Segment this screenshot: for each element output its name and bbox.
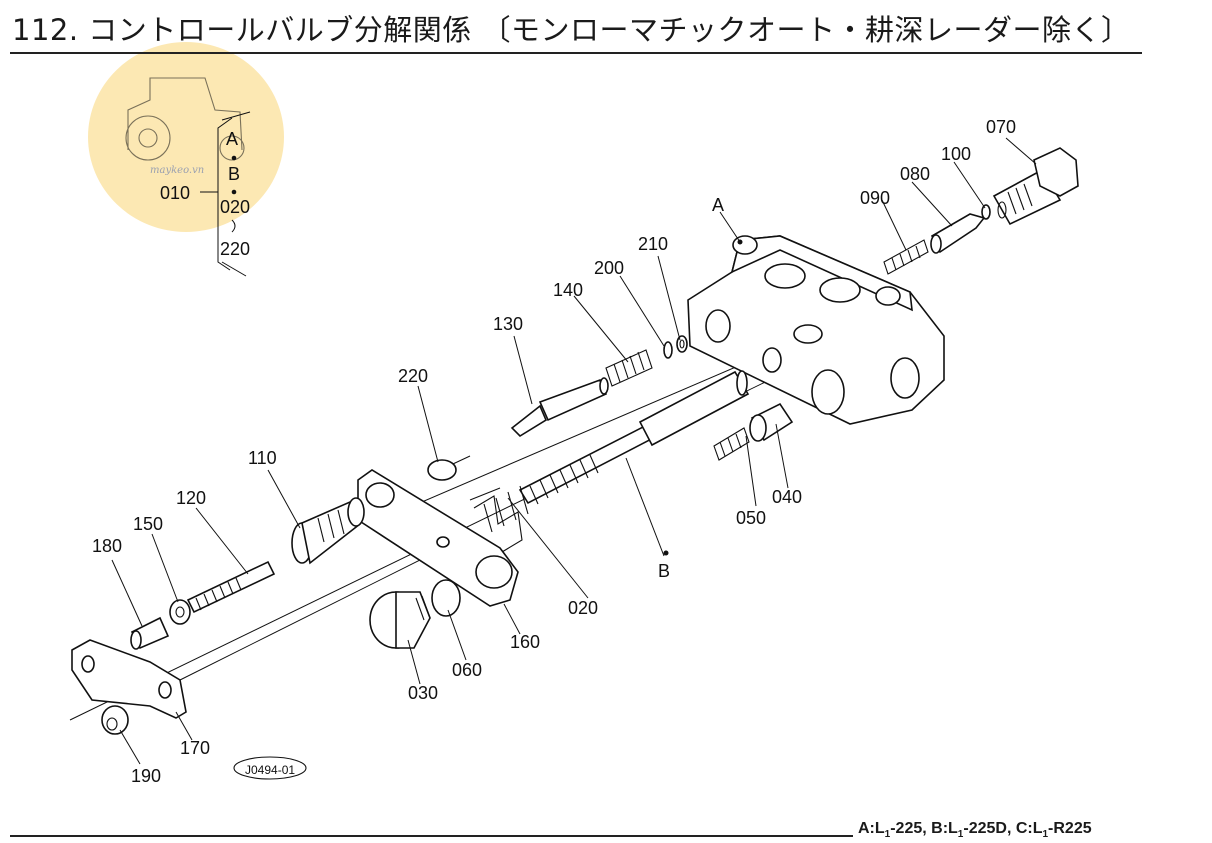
- spring-090: [883, 239, 929, 275]
- label-060: 060: [452, 660, 482, 680]
- bracket-170: [71, 639, 187, 719]
- footnote-c-sub: 1: [1042, 829, 1049, 841]
- o-ring-060: [431, 579, 461, 617]
- poppet-080: [930, 213, 986, 254]
- legend-ref-b: B: [228, 164, 240, 184]
- label-point-a: A: [712, 195, 724, 215]
- label-160: 160: [510, 632, 540, 652]
- spring-020: [473, 485, 529, 553]
- label-040: 040: [772, 487, 802, 507]
- footnote-a-sub: 1: [884, 829, 891, 841]
- nut-150: [169, 599, 191, 625]
- footnote-b-sub: 1: [957, 829, 964, 841]
- label-100: 100: [941, 144, 971, 164]
- watermark-circle: [88, 42, 284, 232]
- label-120: 120: [176, 488, 206, 508]
- figure-code-badge: J0494-01: [233, 756, 307, 780]
- spring-050: [713, 427, 750, 461]
- label-180: 180: [92, 536, 122, 556]
- plate-160: [357, 469, 519, 607]
- label-110: 110: [248, 448, 277, 468]
- ring-210: [676, 335, 688, 353]
- legend-label-010: 010: [160, 183, 190, 203]
- adjust-rod-120: [186, 560, 276, 614]
- label-140: 140: [553, 280, 583, 300]
- tractor-watermark-icon: [125, 77, 245, 161]
- variant-legend: A B 010 020 220: [160, 111, 251, 277]
- plunger-040: [749, 402, 794, 442]
- valve-body: [687, 235, 945, 425]
- page-title: 112. コントロールバルブ分解関係 〔モンローマチックオート・耕深レーダー除く…: [12, 13, 1131, 47]
- needle-130: [510, 377, 609, 438]
- label-170: 170: [180, 738, 210, 758]
- footnote-c-prefix: C:L: [1015, 820, 1043, 837]
- label-080: 080: [900, 164, 930, 184]
- nut-190: [101, 705, 129, 735]
- label-070: 070: [986, 117, 1016, 137]
- footnote-a-suffix: -225,: [890, 820, 932, 837]
- bolt-180: [130, 616, 170, 650]
- footnote-a-prefix: A:L: [858, 820, 885, 837]
- label-190: 190: [131, 766, 161, 786]
- bottom-rule: [10, 835, 853, 837]
- spool-rod: [518, 370, 750, 505]
- legend-label-020: 020: [220, 197, 250, 217]
- plug-070: [992, 147, 1079, 226]
- watermark-text: maykeo.vn: [150, 165, 205, 176]
- label-150: 150: [133, 514, 163, 534]
- label-200: 200: [594, 258, 624, 278]
- label-090: 090: [860, 188, 890, 208]
- footnote-b-suffix: -225D,: [963, 820, 1016, 837]
- title-underline: [10, 52, 1142, 54]
- label-030: 030: [408, 683, 438, 703]
- part-labels: 070 100 080 090 A 210 200 140 130 220 11…: [92, 117, 1016, 786]
- label-220: 220: [398, 366, 428, 386]
- label-050: 050: [736, 508, 766, 528]
- legend-label-220: 220: [220, 239, 250, 259]
- figure-code-text: J0494-01: [245, 763, 295, 777]
- label-020: 020: [568, 598, 598, 618]
- cap-030: [369, 591, 431, 649]
- footnote-c-suffix: -R225: [1048, 820, 1092, 837]
- spring-140: [605, 349, 653, 387]
- label-130: 130: [493, 314, 523, 334]
- model-footnote: A:L1-225, B:L1-225D, C:L1-R225: [858, 820, 1092, 840]
- plug-110: [291, 497, 365, 565]
- footnote-b-prefix: B:L: [931, 820, 958, 837]
- label-point-b: B: [658, 561, 670, 581]
- leader-lines: [111, 137, 1037, 765]
- ring-100: [981, 204, 991, 220]
- ring-200: [663, 341, 673, 359]
- legend-ref-a: A: [226, 129, 238, 149]
- label-210: 210: [638, 234, 668, 254]
- o-ring-220: [427, 459, 457, 481]
